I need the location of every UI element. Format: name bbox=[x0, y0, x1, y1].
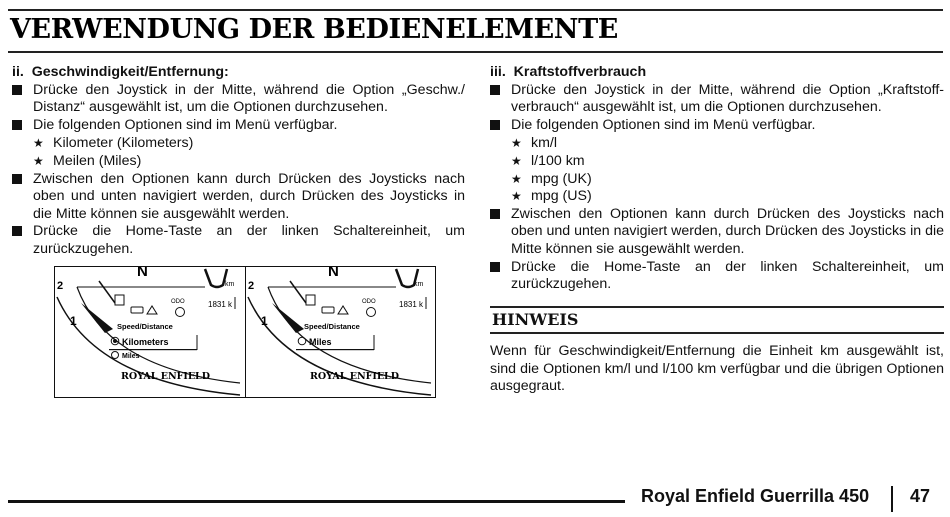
dashboard-display-icon: N km 2 ODO 1831 k 1 Speed/Distance Miles… bbox=[247, 267, 432, 396]
dashboard-panel-miles: N km 2 ODO 1831 k 1 Speed/Distance Miles… bbox=[245, 267, 435, 397]
star-icon: ★ bbox=[511, 136, 522, 151]
square-bullet-icon bbox=[490, 82, 511, 117]
km-unit: km bbox=[414, 281, 424, 288]
option-item: ★ mpg (US) bbox=[511, 188, 592, 205]
speed-distance-label: Speed/Distance bbox=[117, 322, 173, 331]
royal-enfield-logo: ROYAL ENFIELD bbox=[121, 371, 210, 382]
section-number: iii. bbox=[490, 64, 506, 80]
square-bullet-icon bbox=[12, 171, 33, 224]
odo-value: 1831 k bbox=[399, 300, 424, 309]
section-heading-speed: ii. Geschwindigkeit/Entfernung: bbox=[12, 64, 465, 82]
odo-label: ODO bbox=[362, 299, 376, 305]
option-item: ★ Kilometer (Kilometers) bbox=[33, 135, 194, 152]
list-item: Drücke den Joystick in der Mitte, währen… bbox=[12, 82, 465, 117]
star-icon: ★ bbox=[511, 171, 522, 186]
hinweis-top-rule bbox=[490, 306, 944, 308]
square-bullet-icon bbox=[12, 117, 33, 136]
star-icon: ★ bbox=[511, 153, 522, 168]
footer-separator bbox=[891, 486, 893, 512]
svg-text:N: N bbox=[328, 267, 339, 280]
title-rule bbox=[8, 51, 943, 53]
option-miles: Miles bbox=[122, 353, 140, 360]
section-number: ii. bbox=[12, 64, 24, 80]
note-text: Wenn für Geschwindigkeit/Entfernung die … bbox=[490, 343, 944, 395]
list-item: Die folgenden Optionen sind im Menü verf… bbox=[490, 117, 944, 136]
dashboard-display-icon: N km 2 ODO 1831 k 1 Speed/Distance Kilom… bbox=[56, 267, 241, 396]
section-title: Geschwindigkeit/Entfernung: bbox=[31, 64, 229, 80]
square-bullet-icon bbox=[490, 117, 511, 136]
option-item: ★ km/l bbox=[511, 135, 558, 152]
option-kilometers: Kilometers bbox=[122, 337, 169, 347]
top-rule bbox=[8, 9, 943, 11]
svg-text:2: 2 bbox=[248, 280, 254, 292]
svg-text:2: 2 bbox=[57, 280, 63, 292]
footer-rule bbox=[8, 500, 625, 503]
list-item: Die folgenden Optionen sind im Menü verf… bbox=[12, 117, 465, 136]
odo-label: ODO bbox=[171, 299, 185, 305]
star-icon: ★ bbox=[33, 153, 44, 168]
option-miles: Miles bbox=[309, 337, 332, 347]
star-icon: ★ bbox=[511, 189, 522, 204]
list-item: Drücke den Joystick in der Mitte, währen… bbox=[490, 82, 944, 117]
square-bullet-icon bbox=[12, 223, 33, 258]
star-icon: ★ bbox=[33, 136, 44, 151]
dashboard-illustration: N km 2 ODO 1831 k 1 Speed/Distance Kilom… bbox=[54, 266, 436, 398]
svg-text:N: N bbox=[137, 267, 148, 280]
list-item: Zwischen den Optionen kann durch Drücken… bbox=[12, 171, 465, 224]
note-title: HINWEIS bbox=[492, 310, 579, 329]
odo-value: 1831 k bbox=[208, 300, 233, 309]
km-unit: km bbox=[225, 281, 235, 288]
dashboard-panel-kilometers: N km 2 ODO 1831 k 1 Speed/Distance Kilom… bbox=[55, 267, 245, 397]
royal-enfield-logo: ROYAL ENFIELD bbox=[310, 371, 399, 382]
square-bullet-icon bbox=[490, 206, 511, 259]
gear-indicator: 1 bbox=[261, 314, 268, 328]
option-item: ★ Meilen (Miles) bbox=[33, 152, 142, 169]
option-item: ★ mpg (UK) bbox=[511, 170, 592, 187]
gear-indicator: 1 bbox=[70, 314, 77, 328]
footer-brand: Royal Enfield Guerrilla 450 bbox=[641, 486, 870, 506]
square-bullet-icon bbox=[490, 259, 511, 294]
left-column: ii. Geschwindigkeit/Entfernung: Drücke d… bbox=[12, 64, 465, 259]
square-bullet-icon bbox=[12, 82, 33, 117]
section-title: Kraftstoffverbrauch bbox=[513, 64, 647, 80]
page-number: 47 bbox=[910, 486, 931, 506]
list-item: Zwischen den Optionen kann durch Drücken… bbox=[490, 206, 944, 259]
section-heading-fuel: iii. Kraftstoffverbrauch bbox=[490, 64, 944, 82]
option-item: ★ l/100 km bbox=[511, 152, 585, 169]
right-column: iii. Kraftstoffverbrauch Drücke den Joys… bbox=[490, 64, 944, 294]
list-item: Drücke die Home-Taste an der linken Scha… bbox=[490, 259, 944, 294]
hinweis-bottom-rule bbox=[490, 332, 944, 334]
page-title: VERWENDUNG DER BEDIENELEMENTE bbox=[10, 14, 618, 45]
speed-distance-label: Speed/Distance bbox=[304, 322, 360, 331]
list-item: Drücke die Home-Taste an der linken Scha… bbox=[12, 223, 465, 258]
